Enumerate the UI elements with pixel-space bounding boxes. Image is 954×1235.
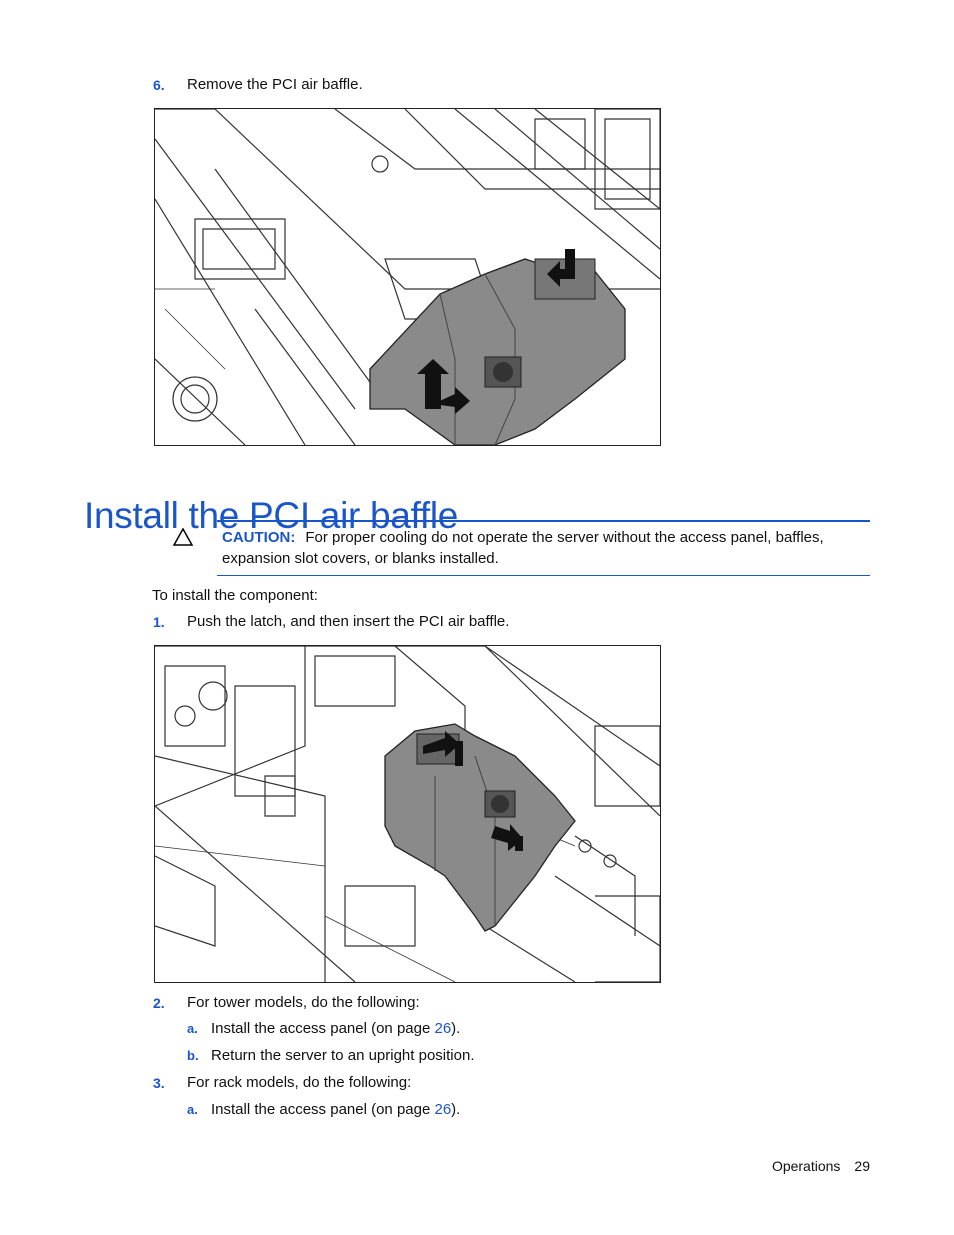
step-3a-pre: Install the access panel (on page	[211, 1101, 435, 1118]
section-title: Install the PCI air baffle	[84, 494, 459, 536]
step-2a-pre: Install the access panel (on page	[211, 1020, 435, 1037]
step-2b-text: Return the server to an upright position…	[211, 1047, 475, 1064]
footer-section: Operations	[771, 1158, 841, 1174]
footer-page-number: 29	[854, 1158, 870, 1174]
step-6-number: 6.	[153, 77, 165, 93]
step-2a-post: ).	[451, 1020, 461, 1037]
step-2b-number: b.	[187, 1048, 199, 1063]
baffle-shape-install	[384, 723, 576, 932]
step-2a-number: a.	[187, 1021, 198, 1036]
step-3-text: For rack models, do the following:	[187, 1074, 412, 1091]
figure-install-baffle	[154, 645, 661, 983]
caution-box: CAUTION:For proper cooling do not operat…	[217, 520, 870, 576]
step-2a-text: Install the access panel (on page 26).	[211, 1020, 460, 1037]
step-2-text: For tower models, do the following:	[187, 994, 420, 1011]
step-3-number: 3.	[153, 1075, 165, 1091]
intro-text: To install the component:	[152, 587, 318, 604]
step-3a-post: ).	[451, 1101, 461, 1118]
step-2a-page-link[interactable]: 26	[434, 1020, 452, 1037]
caution-text: CAUTION:For proper cooling do not operat…	[222, 527, 862, 569]
step-3a-page-link[interactable]: 26	[434, 1101, 452, 1118]
caution-label: CAUTION:	[222, 529, 296, 546]
caution-icon	[173, 528, 193, 546]
step-2-number: 2.	[153, 995, 165, 1011]
figure-remove-baffle	[154, 108, 661, 446]
page-footer: Operations 29	[772, 1158, 870, 1174]
step-3a-text: Install the access panel (on page 26).	[211, 1101, 460, 1118]
step-6-text: Remove the PCI air baffle.	[187, 76, 363, 93]
step-3a-number: a.	[187, 1102, 198, 1117]
step-1-number: 1.	[153, 614, 165, 630]
step-1-text: Push the latch, and then insert the PCI …	[187, 613, 510, 630]
caution-body: For proper cooling do not operate the se…	[222, 529, 824, 567]
